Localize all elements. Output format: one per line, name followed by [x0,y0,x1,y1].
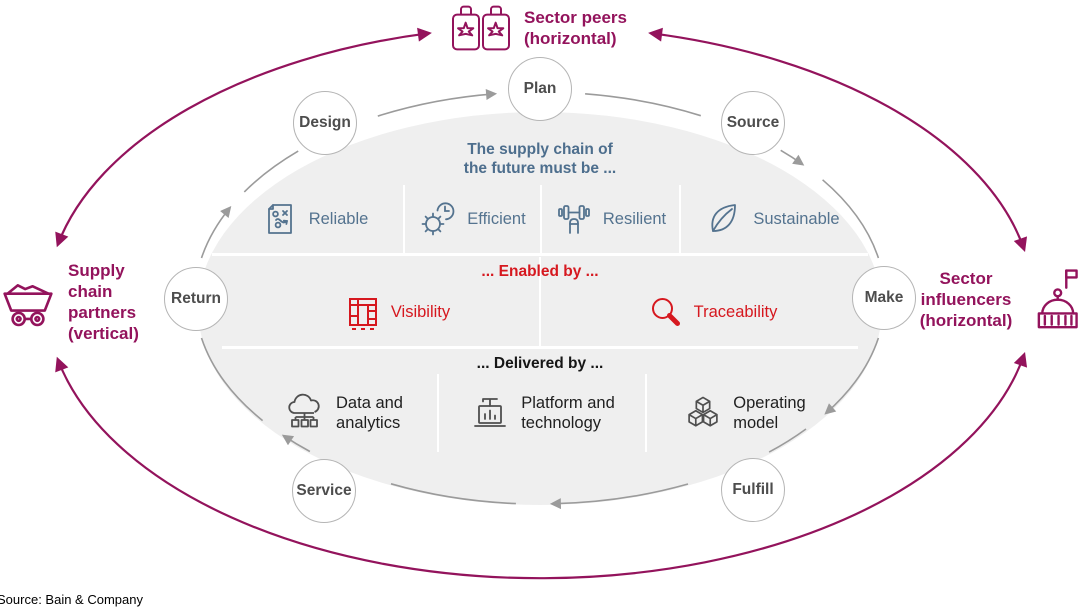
delivered-item-platform-technology: Platform and technology [439,374,645,452]
cycle-node-source: Source [721,91,785,155]
delivered-item-label-line2: model [733,414,779,432]
enabled-by-row: ... Enabled by ... Visibility Traceabi [228,257,852,346]
canned-goods-icon [450,4,512,52]
cubes-icon [683,393,723,433]
delivered-item-label-line1: Data and [336,394,403,412]
cycle-node-return: Return [164,267,228,331]
magnifier-icon [648,295,684,331]
delivered-item-label: Operating model [733,393,805,433]
supply-chain-partners-label: Supply chain partners (vertical) [68,260,139,344]
must-be-item-resilient: Resilient [542,185,679,253]
cycle-node-service: Service [292,459,356,523]
strategy-icon [263,201,299,237]
kanban-board-icon [345,295,381,331]
must-be-title-line1: The supply chain of [467,141,613,158]
enabled-item-label: Traceability [693,303,778,321]
must-be-item-reliable: Reliable [228,185,403,253]
supply-chain-partners-line1: Supply [68,261,125,280]
must-be-title: The supply chain of the future must be .… [340,140,740,178]
row-divider [212,253,868,256]
sector-peers-label: Sector peers (horizontal) [524,7,627,49]
delivered-item-label: Data and analytics [336,393,403,433]
arc-design-plan [377,89,498,117]
supply-chain-partners-line4: (vertical) [68,324,139,343]
strength-icon [555,200,593,238]
must-be-item-efficient: Efficient [405,185,540,253]
must-be-item-label: Resilient [602,209,667,228]
delivered-item-label-line1: Operating [733,394,806,412]
leaf-icon [705,200,743,238]
must-be-row: Reliable Efficient [228,185,864,253]
sector-influencers-line1: Sector [939,269,993,288]
delivered-item-label-line2: technology [521,414,602,432]
enabled-item-visibility: Visibility [242,257,553,346]
enabled-item-traceability: Traceability [557,257,868,346]
delivered-item-data-analytics: Data and analytics [250,374,437,452]
must-be-title-line2: the future must be ... [463,160,617,177]
mine-cart-icon [0,278,56,330]
row-divider [222,346,858,349]
sector-influencers-label: Sector influencers (horizontal) [900,268,1032,331]
delivered-item-label: Platform and technology [521,393,615,433]
cycle-node-plan: Plan [508,57,572,121]
arc-plan-source [585,93,702,117]
enabled-by-title: ... Enabled by ... [481,263,599,280]
divider [539,257,541,346]
delivered-item-operating-model: Operating model [647,374,842,452]
sector-peers-line1: Sector peers [524,8,627,27]
divider [540,185,542,253]
sector-influencers-line2: influencers [920,290,1012,309]
enabled-item-label: Visibility [390,303,451,321]
gear-clock-icon [419,200,457,238]
source-note: Source: Bain & Company [0,592,143,607]
cycle-node-design: Design [293,91,357,155]
sector-peers-line2: (horizontal) [524,29,617,48]
delivered-item-label-line2: analytics [336,414,401,432]
must-be-item-label: Efficient [467,209,526,228]
arc-source-make [780,149,805,166]
supply-chain-partners-line2: chain [68,282,113,301]
supply-chain-partners-line3: partners [68,303,137,322]
sector-influencers-line3: (horizontal) [919,311,1013,330]
delivered-item-label-line1: Platform and [521,394,615,412]
laptop-chart-icon [469,392,511,434]
delivered-by-title: ... Delivered by ... [476,355,604,372]
must-be-item-label: Reliable [308,209,369,228]
capitol-building-icon [1032,260,1080,336]
must-be-item-sustainable: Sustainable [681,185,864,253]
delivered-by-row: Data and analytics Platform and technolo… [250,374,842,452]
cycle-node-make: Make [852,266,916,330]
must-be-item-label: Sustainable [753,209,840,228]
cloud-network-icon [284,392,326,434]
cycle-node-fulfill: Fulfill [721,458,785,522]
